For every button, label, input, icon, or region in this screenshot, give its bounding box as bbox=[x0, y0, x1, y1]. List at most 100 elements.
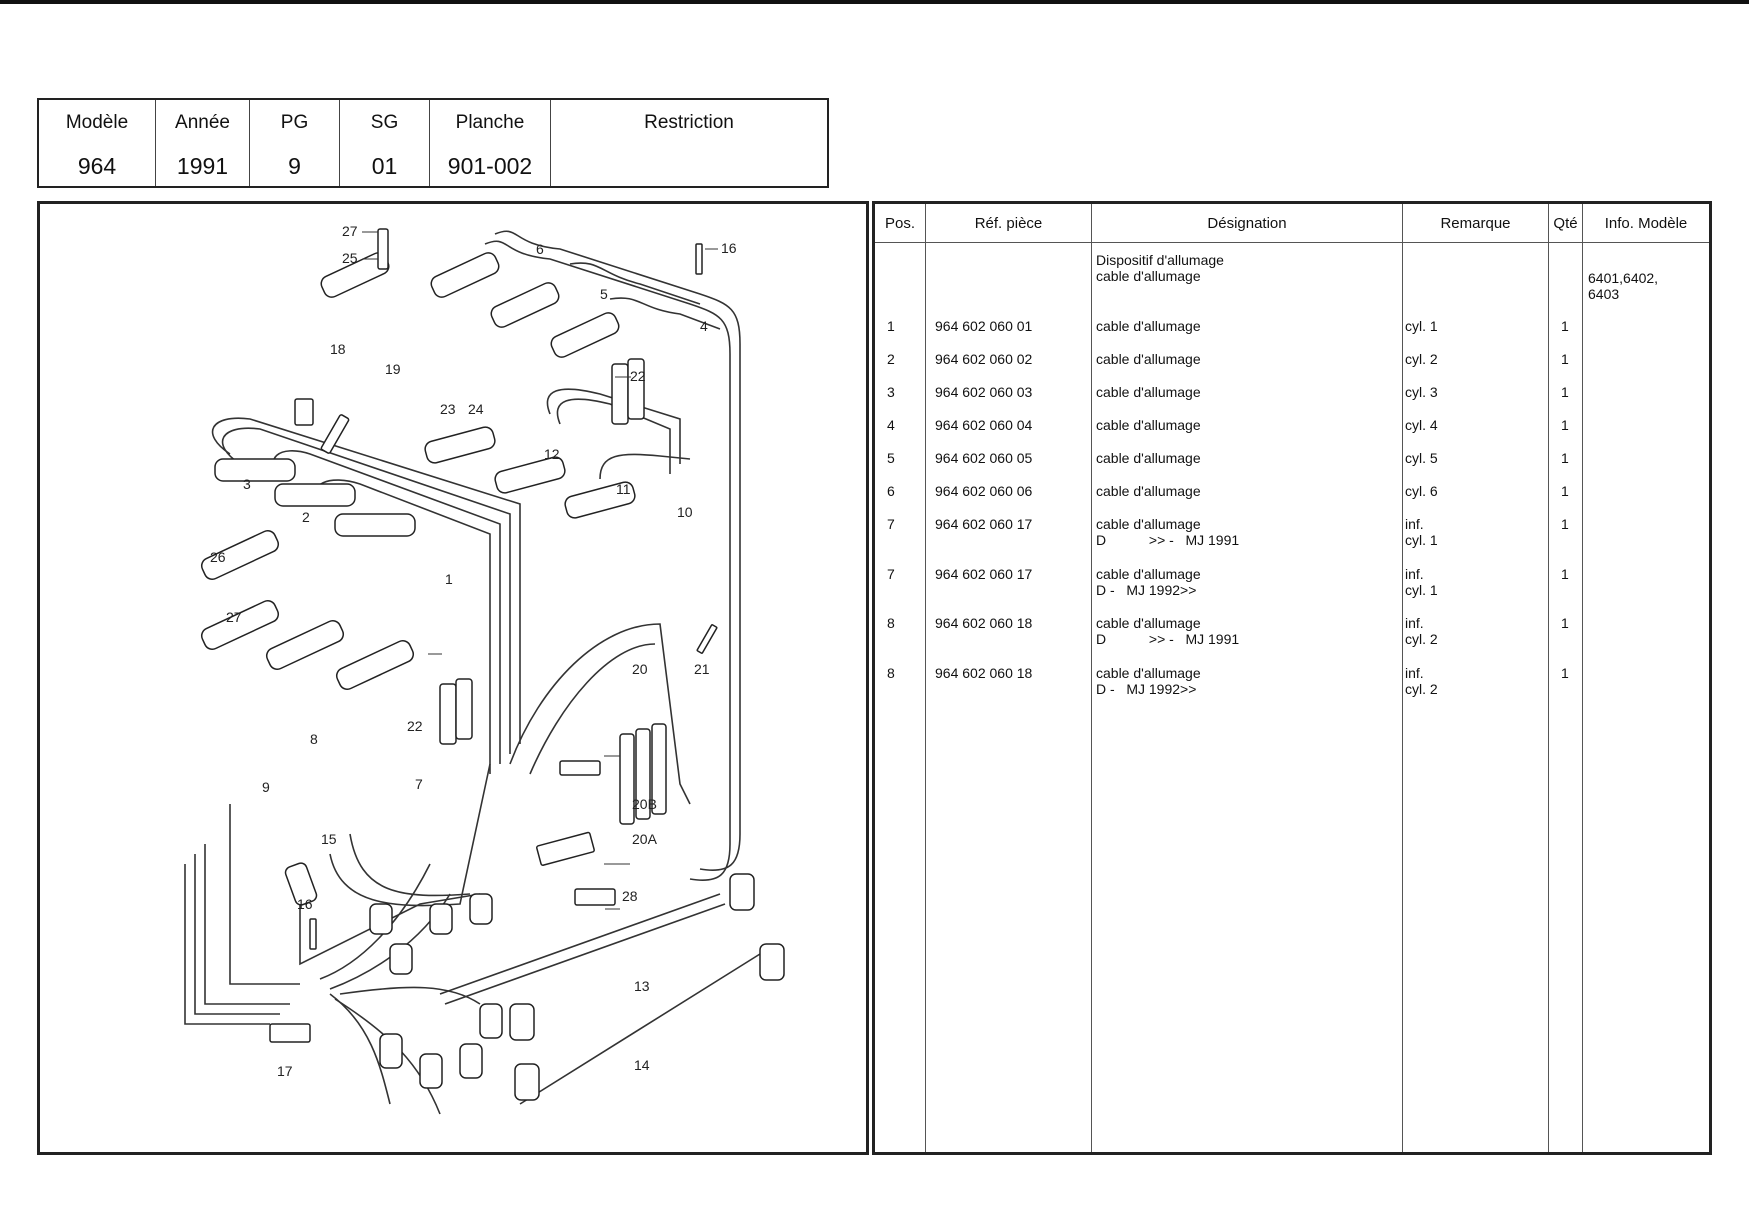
info-value: 9 bbox=[288, 152, 301, 179]
cell-qte: 1 bbox=[1561, 351, 1569, 367]
cell-pos: 4 bbox=[887, 417, 895, 433]
callout-label: 5 bbox=[600, 286, 608, 302]
info-label: Restriction bbox=[644, 112, 734, 133]
cell-rem1: cyl. 3 bbox=[1405, 384, 1438, 400]
cell-pos: 8 bbox=[887, 615, 895, 631]
callout-label: 19 bbox=[385, 361, 401, 377]
cell-qte: 1 bbox=[1561, 483, 1569, 499]
callout-label: 17 bbox=[277, 1063, 293, 1079]
header-pos: Pos. bbox=[884, 214, 915, 232]
info-col-annee: Année 1991 bbox=[156, 100, 250, 186]
column-divider bbox=[1582, 204, 1583, 1152]
callout-label: 15 bbox=[321, 831, 337, 847]
callout-label: 20A bbox=[632, 831, 658, 847]
callout-label: 20B bbox=[632, 796, 657, 812]
callout-label: 26 bbox=[210, 549, 226, 565]
cell-ref: 964 602 060 03 bbox=[935, 384, 1033, 400]
header-qte: Qté bbox=[1553, 214, 1578, 232]
group-info: 6403 bbox=[1588, 286, 1620, 302]
cell-pos: 7 bbox=[887, 516, 895, 532]
callout-label: 11 bbox=[616, 481, 631, 497]
cell-qte: 1 bbox=[1561, 417, 1569, 433]
group-info: 6401,6402, bbox=[1588, 270, 1659, 286]
callout-label: 6 bbox=[536, 241, 544, 257]
cell-des2: D - MJ 1992>> bbox=[1096, 582, 1197, 598]
callout-label: 28 bbox=[622, 888, 638, 904]
callout-label: 9 bbox=[262, 779, 270, 795]
cell-ref: 964 602 060 17 bbox=[935, 566, 1033, 582]
column-divider bbox=[925, 204, 926, 1152]
cell-ref: 964 602 060 04 bbox=[935, 417, 1033, 433]
cell-qte: 1 bbox=[1561, 450, 1569, 466]
callout-label: 24 bbox=[468, 401, 484, 417]
info-col-pg: PG 9 bbox=[250, 100, 340, 186]
cell-des2: D >> - MJ 1991 bbox=[1096, 532, 1240, 548]
cell-pos: 2 bbox=[887, 351, 895, 367]
callout-label: 23 bbox=[440, 401, 456, 417]
callout-label: 18 bbox=[330, 341, 346, 357]
header-ref: Réf. pièce bbox=[974, 214, 1043, 232]
ignition-cable-diagram: 27 25 6 16 5 4 18 19 23 24 22 12 3 2 11 … bbox=[184, 223, 785, 1115]
callout-label: 3 bbox=[243, 476, 251, 492]
callout-label: 22 bbox=[407, 718, 423, 734]
cell-rem2: cyl. 1 bbox=[1405, 582, 1438, 598]
callout-label: 27 bbox=[226, 609, 242, 625]
cell-rem1: inf. bbox=[1405, 566, 1424, 582]
cell-des1: cable d'allumage bbox=[1096, 566, 1201, 582]
info-col-restriction: Restriction bbox=[551, 100, 827, 186]
callout-label: 4 bbox=[700, 318, 708, 334]
cell-rem1: inf. bbox=[1405, 516, 1424, 532]
cell-qte: 1 bbox=[1561, 384, 1569, 400]
cell-rem1: cyl. 4 bbox=[1405, 417, 1438, 433]
callout-label: 13 bbox=[634, 978, 650, 994]
cell-qte: 1 bbox=[1561, 665, 1569, 681]
cell-rem2: cyl. 2 bbox=[1405, 681, 1438, 697]
column-divider bbox=[1548, 204, 1549, 1152]
column-divider bbox=[1091, 204, 1092, 1152]
cell-des1: cable d'allumage bbox=[1096, 417, 1201, 433]
callout-label: 20 bbox=[632, 661, 648, 677]
cell-rem1: cyl. 6 bbox=[1405, 483, 1438, 499]
info-label: PG bbox=[280, 112, 309, 133]
cell-ref: 964 602 060 17 bbox=[935, 516, 1033, 532]
catalog-info-table: Modèle 964 Année 1991 PG 9 SG 01 Planche… bbox=[37, 98, 829, 188]
callout-label: 1 bbox=[445, 571, 453, 587]
cell-pos: 6 bbox=[887, 483, 895, 499]
header-divider bbox=[875, 242, 1709, 243]
cell-pos: 7 bbox=[887, 566, 895, 582]
info-value bbox=[551, 146, 827, 186]
info-value: 1991 bbox=[176, 152, 229, 179]
info-label: Modèle bbox=[65, 112, 129, 133]
group-designation: Dispositif d'allumage bbox=[1096, 252, 1224, 268]
cell-des1: cable d'allumage bbox=[1096, 516, 1201, 532]
callout-label: 10 bbox=[677, 504, 693, 520]
cell-des1: cable d'allumage bbox=[1096, 351, 1201, 367]
info-col-sg: SG 01 bbox=[340, 100, 430, 186]
info-value: 01 bbox=[371, 152, 398, 179]
cell-ref: 964 602 060 05 bbox=[935, 450, 1033, 466]
cell-pos: 1 bbox=[887, 318, 895, 334]
cell-ref: 964 602 060 02 bbox=[935, 351, 1033, 367]
parts-table: Pos. Réf. pièce Désignation Remarque Qté… bbox=[872, 201, 1712, 1155]
cell-pos: 5 bbox=[887, 450, 895, 466]
cell-des1: cable d'allumage bbox=[1096, 615, 1201, 631]
cell-ref: 964 602 060 01 bbox=[935, 318, 1033, 334]
cell-qte: 1 bbox=[1561, 318, 1569, 334]
cell-qte: 1 bbox=[1561, 566, 1569, 582]
callout-label: 14 bbox=[634, 1057, 650, 1073]
callout-label: 16 bbox=[297, 896, 313, 912]
cell-rem2: cyl. 2 bbox=[1405, 631, 1438, 647]
column-divider bbox=[1402, 204, 1403, 1152]
callout-label: 12 bbox=[544, 446, 560, 462]
cell-des1: cable d'allumage bbox=[1096, 483, 1201, 499]
exploded-diagram: 27 25 6 16 5 4 18 19 23 24 22 12 3 2 11 … bbox=[37, 201, 869, 1155]
cell-rem2: cyl. 1 bbox=[1405, 532, 1438, 548]
cell-des1: cable d'allumage bbox=[1096, 318, 1201, 334]
cell-rem1: inf. bbox=[1405, 615, 1424, 631]
info-label: SG bbox=[370, 112, 399, 133]
callout-label: 22 bbox=[630, 368, 646, 384]
cell-rem1: cyl. 5 bbox=[1405, 450, 1438, 466]
info-value: 901-002 bbox=[447, 152, 533, 179]
header-remarque: Remarque bbox=[1440, 214, 1511, 232]
cell-des1: cable d'allumage bbox=[1096, 665, 1201, 681]
